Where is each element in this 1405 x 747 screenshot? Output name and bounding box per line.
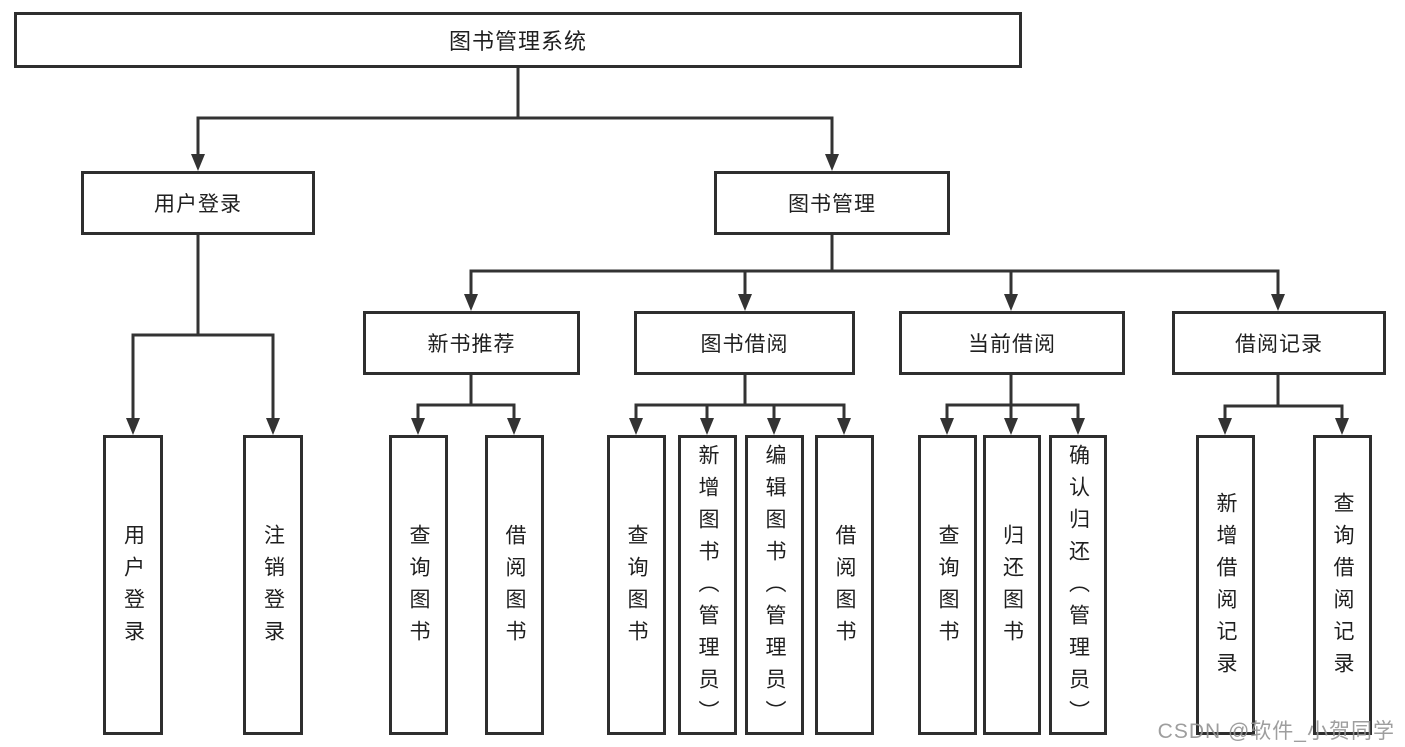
leaf-add-borrow-record: 新增借阅记录 <box>1196 435 1255 735</box>
csdn-watermark: CSDN @软件_小贺同学 <box>1157 720 1395 743</box>
connector-path <box>131 66 1344 424</box>
leaf-user-login: 用户登录 <box>103 435 163 735</box>
node-user-login: 用户登录 <box>81 171 315 235</box>
node-book-borrowing: 图书借阅 <box>634 311 855 375</box>
leaf-borrow-books-recommend: 借阅图书 <box>485 435 544 735</box>
leaf-logout: 注销登录 <box>243 435 303 735</box>
leaf-query-borrow-record: 查询借阅记录 <box>1313 435 1372 735</box>
node-borrowing-records: 借阅记录 <box>1172 311 1386 375</box>
leaf-query-books-recommend: 查询图书 <box>389 435 448 735</box>
node-library-management-system: 图书管理系统 <box>14 12 1022 68</box>
leaf-query-books-borrow: 查询图书 <box>607 435 666 735</box>
node-new-book-recommendation: 新书推荐 <box>363 311 580 375</box>
leaf-confirm-return-admin: 确认归还（管理员） <box>1049 435 1107 735</box>
leaf-add-books-admin: 新增图书（管理员） <box>678 435 737 735</box>
node-book-management: 图书管理 <box>714 171 950 235</box>
node-current-borrowing: 当前借阅 <box>899 311 1125 375</box>
leaf-query-books-current: 查询图书 <box>918 435 977 735</box>
leaf-return-books: 归还图书 <box>983 435 1041 735</box>
leaf-edit-books-admin: 编辑图书（管理员） <box>745 435 804 735</box>
leaf-borrow-books: 借阅图书 <box>815 435 874 735</box>
